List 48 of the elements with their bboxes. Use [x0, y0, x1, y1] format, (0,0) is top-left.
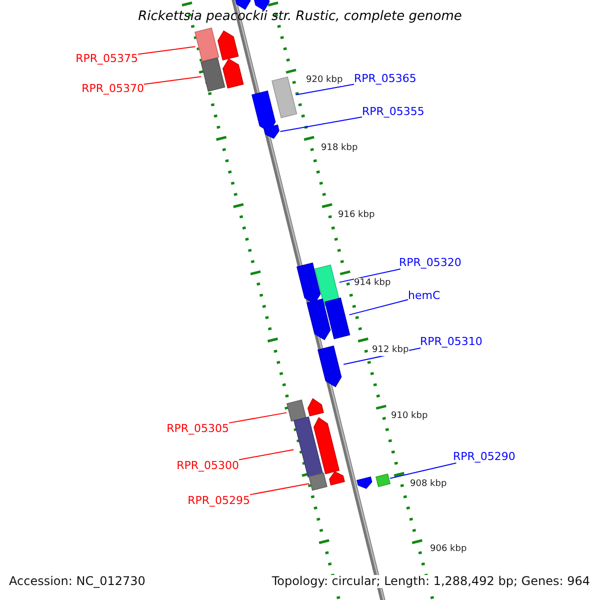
- gene-label: RPR_05355: [362, 105, 424, 118]
- gene-block: [272, 76, 296, 118]
- gene-label: hemC: [408, 289, 440, 302]
- gene-block: [376, 474, 390, 486]
- scale-label: 908 kbp: [410, 479, 447, 490]
- scale-label: 906 kbp: [430, 544, 467, 555]
- gene-block: [312, 416, 340, 474]
- gene-block: [195, 28, 219, 62]
- scale-label: 912 kbp: [372, 345, 409, 356]
- gene-block: [294, 417, 322, 477]
- leader-line: [338, 268, 401, 283]
- gene-label: RPR_05305: [166, 422, 229, 435]
- title: Rickettsia peacockii str. Rustic, complete genome: [137, 9, 463, 24]
- gene-block: [309, 473, 327, 491]
- gene-block: [201, 58, 225, 92]
- gene-block: [318, 346, 344, 388]
- footer-text: Topology: circular; Length: 1,288,492 bp; Genes: 964: [272, 575, 590, 588]
- leader-line: [390, 462, 457, 479]
- gene-label: RPR_05310: [420, 335, 482, 348]
- gene-block: [286, 400, 306, 422]
- scale-label: 916 kbp: [338, 210, 375, 221]
- footer-text: Accession: NC_012730: [9, 575, 146, 588]
- scale-label: 920 kbp: [306, 75, 343, 86]
- gene-label: RPR_05290: [453, 450, 516, 463]
- leader-line: [138, 46, 196, 55]
- gene-label: RPR_05365: [354, 72, 416, 85]
- gene-block: [324, 298, 350, 338]
- gene-block: [220, 57, 244, 88]
- gene-label: RPR_05300: [176, 459, 239, 472]
- leader-line: [296, 84, 354, 96]
- leader-line: [238, 449, 294, 460]
- gene-block: [356, 477, 373, 491]
- scale-label: 914 kbp: [354, 278, 391, 289]
- gene-block: [306, 396, 324, 416]
- scale-label: 910 kbp: [391, 411, 428, 422]
- scale-label: 918 kbp: [321, 143, 358, 154]
- leader-line: [228, 412, 288, 424]
- gene-label: RPR_05320: [399, 256, 462, 269]
- leader-line: [250, 483, 310, 496]
- gene-block: [307, 298, 333, 342]
- gene-label: RPR_05370: [82, 82, 144, 95]
- gene-label: RPR_05295: [188, 494, 250, 507]
- leader-line: [280, 116, 362, 132]
- leader-line: [348, 299, 408, 316]
- gene-block: [216, 29, 238, 60]
- leader-line: [144, 76, 202, 85]
- gene-block: [328, 470, 344, 486]
- gene-label: RPR_05375: [76, 52, 138, 65]
